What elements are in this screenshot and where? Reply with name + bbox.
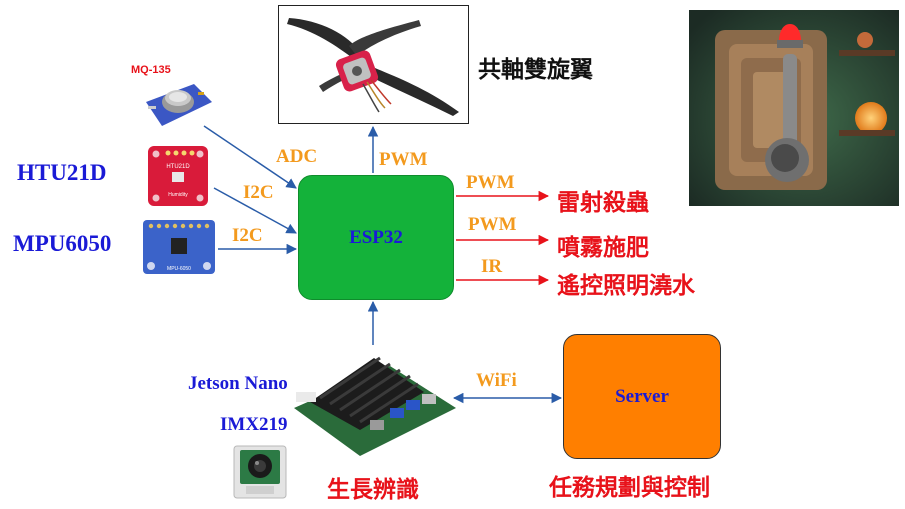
label-wifi: WiFi bbox=[476, 370, 517, 391]
label-ir: IR bbox=[481, 256, 503, 277]
label-laser-insecticide: 雷射殺蟲 bbox=[557, 190, 649, 216]
jetson-nano-board-icon bbox=[294, 356, 456, 456]
label-spray-fertilizer: 噴霧施肥 bbox=[557, 235, 649, 261]
label-jetson-nano: Jetson Nano bbox=[188, 373, 288, 394]
coaxial-rotor-image-box bbox=[278, 5, 469, 124]
arrow-htu21d-to-esp32 bbox=[213, 187, 297, 234]
label-htu21d: HTU21D bbox=[17, 160, 107, 185]
esp32-block: ESP32 bbox=[298, 175, 454, 300]
htu-board-chip-text: HTU21D bbox=[166, 164, 190, 170]
label-pwm-spray: PWM bbox=[468, 214, 517, 235]
label-coaxial-rotor: 共軸雙旋翼 bbox=[478, 57, 593, 83]
htu-board-humidity-text: Humidity bbox=[168, 192, 188, 198]
device-photo bbox=[689, 10, 899, 206]
htu21d-sensor-icon: HTU21D Humidity bbox=[148, 146, 208, 206]
server-label: Server bbox=[615, 385, 669, 407]
label-mq135: MQ-135 bbox=[131, 64, 171, 76]
label-task-planning-control: 任務規劃與控制 bbox=[549, 475, 710, 501]
mpu6050-sensor-icon: MPU-6050 bbox=[143, 220, 215, 274]
label-i2c-mpu: I2C bbox=[232, 225, 263, 246]
label-pwm-laser: PWM bbox=[466, 172, 515, 193]
server-block: Server bbox=[563, 334, 721, 459]
imx219-camera-icon bbox=[233, 445, 287, 499]
arrow-mq135-to-esp32 bbox=[203, 125, 297, 189]
coaxial-rotor-illustration bbox=[287, 18, 459, 116]
label-mpu6050: MPU6050 bbox=[13, 231, 112, 256]
label-growth-recognition: 生長辨識 bbox=[327, 477, 419, 503]
label-adc: ADC bbox=[276, 146, 318, 167]
mpu-board-text: MPU-6050 bbox=[167, 266, 191, 272]
mq135-sensor-icon bbox=[146, 84, 212, 126]
label-remote-light-water: 遙控照明澆水 bbox=[557, 273, 695, 299]
esp32-label: ESP32 bbox=[349, 226, 403, 248]
label-imx219: IMX219 bbox=[220, 414, 288, 435]
label-i2c-htu: I2C bbox=[243, 182, 274, 203]
label-pwm-rotor: PWM bbox=[379, 149, 428, 170]
